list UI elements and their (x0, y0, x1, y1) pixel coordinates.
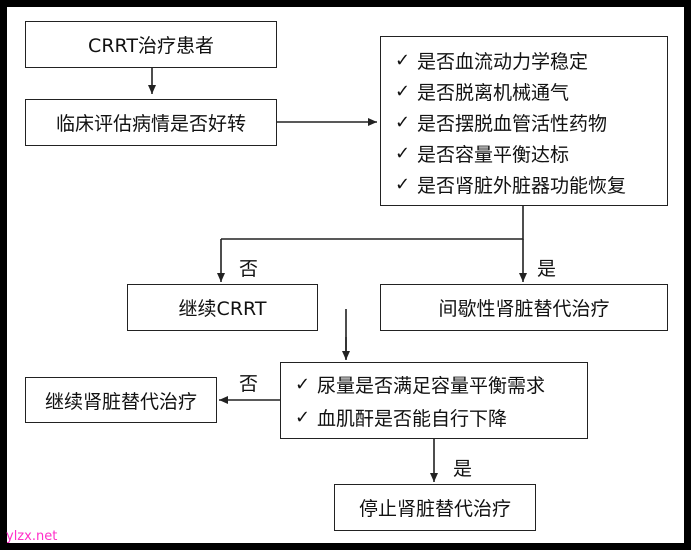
check-icon: ✓ (295, 374, 311, 395)
node-continue-rrt: 继续肾脏替代治疗 (25, 377, 217, 423)
label-no-1: 否 (239, 258, 259, 280)
criteria-item-text: 是否容量平衡达标 (417, 144, 570, 166)
criteria-list: ✓ 是否血流动力学稳定 ✓ 是否脱离机械通气 ✓ 是否摆脱血管活性药物 ✓ 是否… (380, 36, 668, 206)
check-icon: ✓ (295, 407, 311, 428)
label-yes-1: 是 (537, 258, 557, 280)
criteria-item-text: 是否脱离机械通气 (417, 82, 570, 104)
criteria-item: ✓ 是否容量平衡达标 (395, 138, 667, 169)
node-continue-crrt: 继续CRRT (127, 284, 318, 331)
check-icon: ✓ (395, 50, 411, 71)
criteria-item-text: 是否肾脏外脏器功能恢复 (417, 175, 627, 197)
label-yes-2: 是 (453, 458, 473, 480)
node-stop-label: 停止肾脏替代治疗 (358, 498, 511, 520)
node-assess-label: 临床评估病情是否好转 (55, 113, 246, 135)
watermark-text: ylzx.net (6, 529, 58, 544)
criteria-item: ✓ 是否脱离机械通气 (395, 76, 667, 107)
connector-layer (148, 68, 527, 482)
criteria-item-text: 是否摆脱血管活性药物 (417, 113, 608, 135)
node-intermittent-label: 间歇性肾脏替代治疗 (438, 298, 610, 320)
node-continue-rrt-label: 继续肾脏替代治疗 (44, 390, 197, 413)
label-no-2: 否 (239, 373, 259, 395)
criteria-item: ✓ 是否肾脏外脏器功能恢复 (395, 169, 667, 200)
check-icon: ✓ (395, 174, 411, 195)
node-start-label: CRRT治疗患者 (88, 35, 214, 57)
flowchart-canvas: CRRT治疗患者 临床评估病情是否好转 ✓ 是否血流动力学稳定 ✓ 是否脱离机械… (7, 7, 684, 543)
criteria-item: ✓ 是否摆脱血管活性药物 (395, 107, 667, 138)
node-assess: 临床评估病情是否好转 (25, 99, 277, 146)
criteria2-list: ✓ 尿量是否满足容量平衡需求 ✓ 血肌酐是否能自行下降 (280, 362, 588, 439)
node-start: CRRT治疗患者 (25, 21, 277, 68)
node-intermittent: 间歇性肾脏替代治疗 (380, 284, 668, 331)
connector-branch-1 (221, 206, 524, 240)
criteria-item: ✓ 是否血流动力学稳定 (395, 45, 667, 76)
check-icon: ✓ (395, 81, 411, 102)
criteria2-item: ✓ 尿量是否满足容量平衡需求 (295, 368, 587, 401)
node-stop: 停止肾脏替代治疗 (334, 484, 536, 531)
check-icon: ✓ (395, 143, 411, 164)
check-icon: ✓ (395, 112, 411, 133)
node-continue-crrt-label: 继续CRRT (178, 298, 267, 320)
criteria2-item-text: 尿量是否满足容量平衡需求 (317, 375, 546, 397)
criteria-item-text: 是否血流动力学稳定 (417, 51, 589, 73)
criteria2-item-text: 血肌酐是否能自行下降 (317, 408, 508, 430)
criteria2-item: ✓ 血肌酐是否能自行下降 (295, 401, 587, 434)
